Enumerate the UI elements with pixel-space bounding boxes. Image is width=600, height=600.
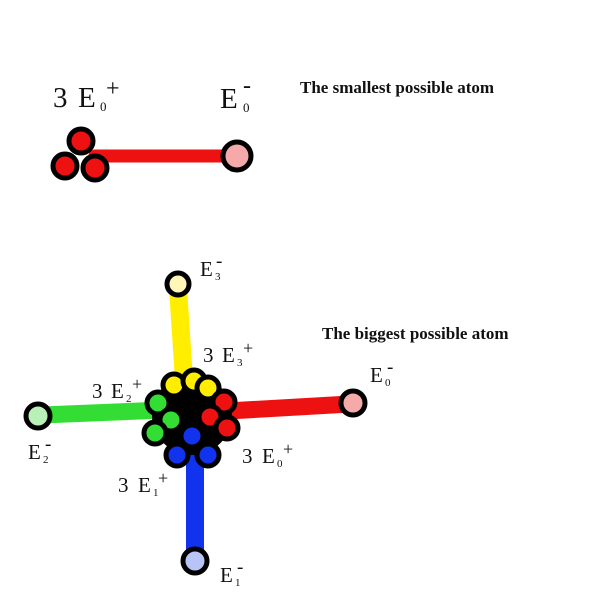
red-electron-label: E 0 - <box>370 357 396 391</box>
small-nucleus-label: 3 E 0 + <box>53 76 120 118</box>
green-proton <box>141 419 169 447</box>
small-electron-sub: 0 <box>243 100 250 115</box>
green-bond <box>33 401 174 424</box>
red-proton <box>213 414 241 442</box>
small-proton <box>66 126 96 156</box>
yellow-proton <box>194 374 222 402</box>
yellow-electron-label: E 3 - <box>200 251 226 285</box>
yellow-nucleus-label: 3 E 3 + <box>203 338 253 371</box>
small-nucleus-sub: 0 <box>100 99 107 114</box>
big-atom-title: The biggest possible atom <box>322 324 509 343</box>
small-atom-title: The smallest possible atom <box>300 78 494 97</box>
small-electron-label: E 0 - <box>220 73 257 119</box>
red-nucleus-label: 3 E 0 + <box>242 439 293 472</box>
yellow-bond <box>169 279 193 389</box>
small-electron-base: E <box>220 83 238 115</box>
blue-proton <box>194 441 222 469</box>
small-nucleus-coef: 3 <box>53 82 68 114</box>
small-atom: The smallest possible atom 3 E 0 + E 0 - <box>50 73 494 183</box>
blue-proton <box>178 422 206 450</box>
small-electron-sup: - <box>243 73 251 99</box>
green-proton <box>144 389 172 417</box>
blue-electron <box>180 546 210 576</box>
green-electron <box>23 401 53 431</box>
small-electron <box>220 139 254 173</box>
green-nucleus-label: 3 E 2 + <box>92 374 142 407</box>
red-electron <box>338 388 368 418</box>
blue-electron-label: E 1 - <box>220 557 246 591</box>
blue-nucleus-label: 3 E 1 + <box>118 468 168 501</box>
small-proton <box>50 151 80 181</box>
green-electron-label: E 2 - <box>28 434 54 468</box>
blue-proton <box>163 441 191 469</box>
big-atom: The biggest possible atom E 3 <box>23 251 509 591</box>
small-nucleus-sup: + <box>106 76 120 102</box>
yellow-electron <box>164 270 192 298</box>
small-nucleus-base: E <box>78 82 96 114</box>
small-proton <box>80 153 110 183</box>
